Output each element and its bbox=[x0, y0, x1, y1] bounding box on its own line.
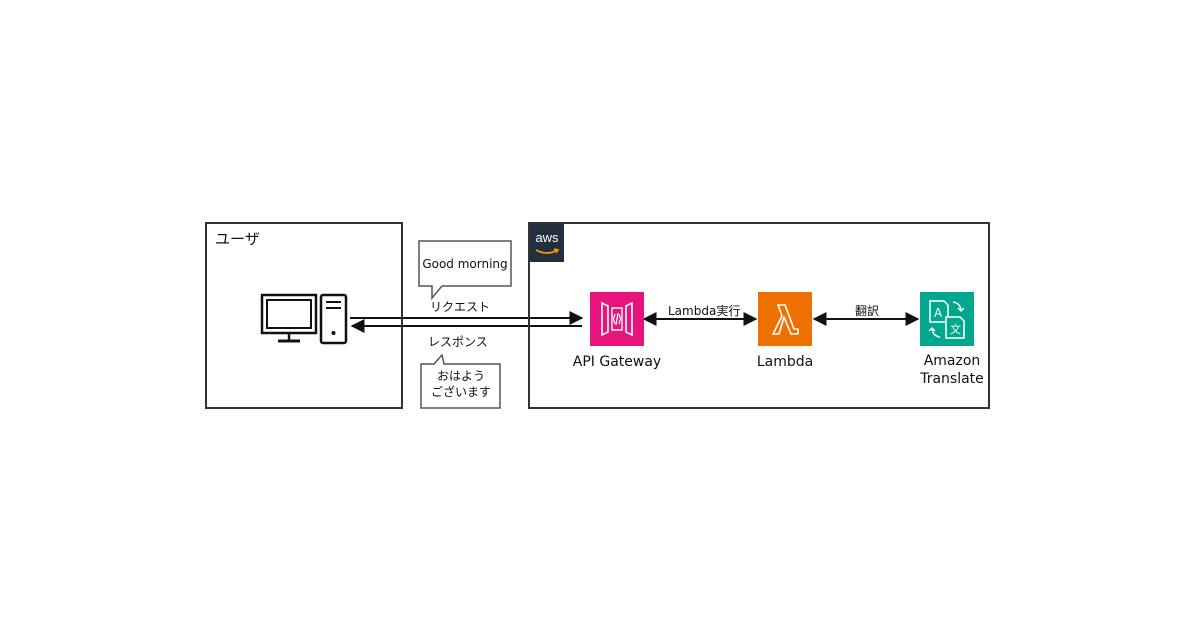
desktop-computer-icon bbox=[260, 293, 348, 345]
svg-text:A: A bbox=[934, 306, 943, 320]
translate-label: 翻訳 bbox=[855, 304, 880, 318]
amazon-translate-icon: A 文 bbox=[920, 292, 974, 346]
response-message: おはよう ございます bbox=[430, 369, 491, 399]
aws-logo-text: aws bbox=[535, 230, 559, 245]
amazon-translate-label: Amazon Translate bbox=[920, 353, 984, 387]
api-gateway-icon bbox=[590, 292, 644, 346]
svg-text:文: 文 bbox=[950, 322, 961, 336]
user-box-title: ユーザ bbox=[215, 230, 260, 248]
lambda-label: Lambda bbox=[756, 354, 814, 370]
lambda-icon bbox=[758, 292, 812, 346]
response-label: レスポンス bbox=[428, 335, 488, 349]
response-speech-bubble bbox=[420, 354, 501, 409]
request-label: リクエスト bbox=[430, 300, 491, 314]
request-message: Good morning bbox=[422, 257, 508, 271]
aws-smile-icon bbox=[535, 248, 559, 254]
lambda-exec-label: Lambda実行 bbox=[668, 304, 741, 318]
aws-cloud-box: aws bbox=[528, 222, 990, 409]
request-speech-bubble bbox=[418, 240, 512, 300]
user-box: ユーザ bbox=[205, 222, 403, 409]
aws-logo: aws bbox=[530, 224, 564, 262]
api-gateway-label: API Gateway bbox=[572, 354, 662, 370]
